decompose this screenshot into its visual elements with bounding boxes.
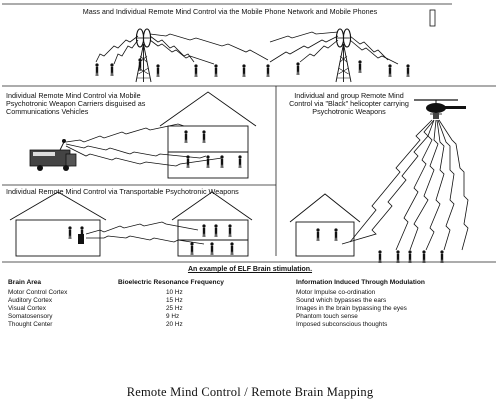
cell-modulation: Imposed subconscious thoughts xyxy=(296,321,388,328)
table-row: Somatosensory 9 Hz Phantom touch sense xyxy=(8,313,488,321)
table-title: An example of ELF Brain stimulation. xyxy=(187,266,313,273)
cell-brain-area: Motor Control Cortex xyxy=(8,289,68,296)
cell-modulation: Phantom touch sense xyxy=(296,313,358,320)
person-group xyxy=(94,57,411,78)
table-row: Motor Control Cortex 10 Hz Motor Impulse… xyxy=(8,289,488,297)
table-row: Auditory Cortex 15 Hz Sound which bypass… xyxy=(8,297,488,305)
panel-caption-top: Mass and Individual Remote Mind Control … xyxy=(82,7,378,16)
cell-brain-area: Thought Center xyxy=(8,321,53,328)
house-icon xyxy=(9,191,253,257)
cell-modulation: Sound which bypasses the ears xyxy=(296,297,387,304)
lightning-beam-icon xyxy=(341,119,469,251)
panel-caption-mid-right: Individual and group Remote Mind Control… xyxy=(289,91,409,116)
panel-caption-mid-left: Individual Remote Mind Control via Mobil… xyxy=(6,91,146,116)
page-title: Remote Mind Control / Remote Brain Mappi… xyxy=(126,385,374,399)
cell-brain-area: Auditory Cortex xyxy=(8,297,53,304)
cell-tower-icon xyxy=(335,28,352,83)
person-group xyxy=(315,227,445,264)
panel-borders xyxy=(2,3,496,263)
table-row: Thought Center 20 Hz Imposed subconsciou… xyxy=(8,321,488,329)
cell-frequency: 20 Hz xyxy=(166,321,183,328)
cell-frequency: 10 Hz xyxy=(166,289,183,296)
cell-frequency: 9 Hz xyxy=(166,313,180,320)
cell-brain-area: Somatosensory xyxy=(8,313,53,320)
cell-modulation: Images in the brain bypassing the eyes xyxy=(296,305,407,312)
cell-frequency: 25 Hz xyxy=(166,305,183,312)
phone-icon xyxy=(429,9,436,27)
cell-tower-icon xyxy=(135,28,152,83)
lightning-beam-icon xyxy=(85,221,205,245)
table-header-frequency: Bioelectric Resonance Frequency xyxy=(118,279,224,286)
house-icon xyxy=(289,193,361,257)
table-row: Visual Cortex 25 Hz Images in the brain … xyxy=(8,305,488,313)
panel-caption-lower-left: Individual Remote Mind Control via Trans… xyxy=(6,187,239,196)
table-body: Motor Control Cortex 10 Hz Motor Impulse… xyxy=(8,289,488,329)
table-header-modulation: Information Induced Through Modulation xyxy=(296,279,425,286)
transmitter-icon xyxy=(78,234,84,244)
van-icon xyxy=(29,139,77,171)
helicopter-icon xyxy=(414,99,466,119)
cell-frequency: 15 Hz xyxy=(166,297,183,304)
lightning-beam-icon xyxy=(65,123,223,167)
cell-modulation: Motor Impulse co-ordination xyxy=(296,289,376,296)
house-icon xyxy=(159,91,257,179)
lightning-beam-icon xyxy=(95,31,399,65)
table-header-brain-area: Brain Area xyxy=(8,279,42,286)
cell-brain-area: Visual Cortex xyxy=(8,305,46,312)
